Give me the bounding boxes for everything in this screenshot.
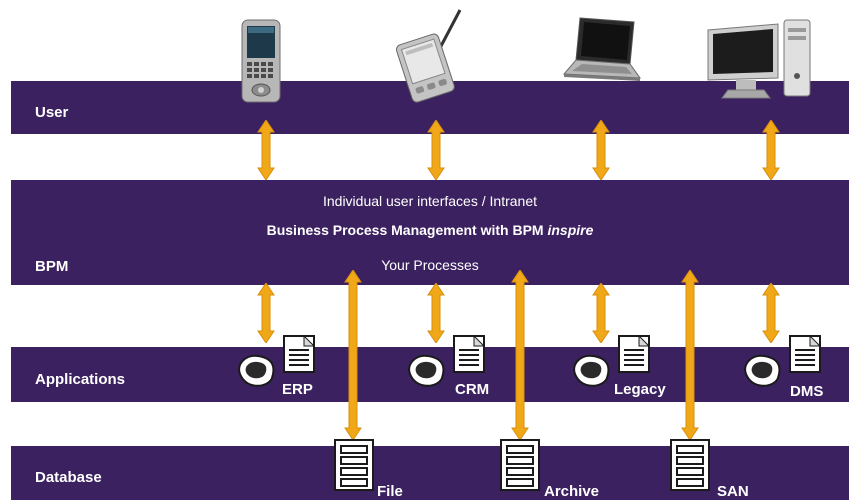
erp-label: ERP [282,381,313,398]
file-storage-icon [333,438,377,492]
arrow-desktop-bpm [762,120,780,180]
dms-app-icon [740,334,826,396]
file-label: File [377,483,403,500]
user-layer-label: User [35,104,69,121]
bpm-title: Business Process Management with BPM ins… [11,222,849,238]
legacy-label: Legacy [614,381,666,398]
san-label: SAN [717,483,749,500]
database-layer-label: Database [35,469,102,486]
arrow-bpm-legacy [592,283,610,343]
smartphone-icon [236,18,286,104]
archive-label: Archive [544,483,600,500]
arrow-bpm-crm [427,283,445,343]
laptop-icon [560,16,642,86]
arrow-bpm-erp [257,283,275,343]
archive-storage-icon [499,438,543,492]
bpm-title-main: Business Process Management with BPM [266,222,548,238]
arrow-bpm-san [681,270,699,440]
bpm-band [11,180,849,285]
legacy-app-icon [569,334,655,396]
arrow-bpm-dms [762,283,780,343]
erp-app-icon [234,334,320,396]
bpm-layer-label: BPM [35,258,69,275]
arrow-bpm-file [344,270,362,440]
bpm-interfaces-text: Individual user interfaces / Intranet [322,193,537,209]
arrow-pda-bpm [427,120,445,180]
applications-layer-label: Applications [35,371,126,388]
pda-icon [396,8,466,104]
arrow-smartphone-bpm [257,120,275,180]
bpm-processes-text: Your Processes [381,257,479,273]
crm-app-icon [404,334,490,396]
arrow-laptop-bpm [592,120,610,180]
crm-label: CRM [455,381,490,398]
san-storage-icon [669,438,713,492]
arrow-bpm-archive [511,270,529,440]
bpm-title-product: inspire [547,222,594,238]
dms-label: DMS [790,383,824,400]
desktop-computer-icon [700,16,816,102]
